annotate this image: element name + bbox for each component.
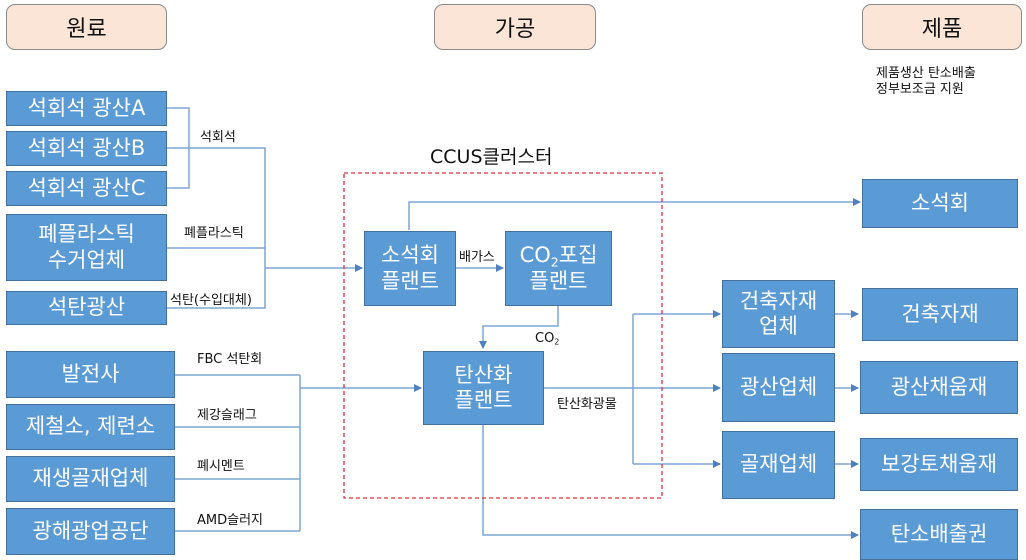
header-processing: 가공	[434, 4, 596, 50]
source-limestone-mine-c[interactable]: 석회석 광산C	[6, 171, 167, 206]
source-steel-smelter[interactable]: 제철소, 제련소	[6, 404, 175, 450]
product-note-line2: 정부보조금 지원	[876, 82, 964, 98]
source-plastic-collector[interactable]: 폐플라스틱 수거업체	[6, 214, 167, 281]
flow-label-plastic: 폐플라스틱	[184, 226, 244, 241]
product-slaked-lime[interactable]: 소석회	[862, 179, 1018, 228]
processor-mining[interactable]: 광산업체	[722, 353, 835, 422]
product-label: 탄소배출권	[890, 521, 988, 546]
plastic-line2: 수거업체	[47, 247, 126, 272]
building-line2: 업체	[759, 314, 798, 338]
flow-label-slag: 제강슬래그	[197, 408, 257, 423]
header-process-label: 가공	[494, 17, 536, 42]
source-label: 발전사	[61, 361, 120, 386]
header-products: 제품	[862, 4, 1022, 50]
processor-label: 건축자재 업체	[740, 289, 817, 339]
plant-label: 탄산화 플랜트	[455, 363, 513, 413]
flow-label-limestone: 석회석	[200, 130, 236, 145]
plant-co2-capture[interactable]: CO2포집 플랜트	[505, 231, 612, 306]
flow-label-cement: 폐시멘트	[197, 459, 245, 474]
product-label: 보강토채움재	[881, 451, 997, 476]
flow-label-coal: 석탄(수입대체)	[170, 293, 252, 308]
arrow-to-carbon-credit	[482, 424, 859, 539]
plant-label: 소석회 플랜트	[381, 243, 439, 293]
flow-label-carbonated: 탄산화광물	[557, 397, 617, 412]
product-label: 건축자재	[901, 301, 979, 326]
plant-carbonation[interactable]: 탄산화 플랜트	[423, 351, 544, 425]
processor-building-materials[interactable]: 건축자재 업체	[722, 280, 835, 348]
connector-limestone-a	[167, 107, 190, 148]
processor-label: 광산업체	[739, 374, 818, 399]
product-building-materials[interactable]: 건축자재	[862, 288, 1018, 341]
product-label: 소석회	[911, 190, 969, 215]
capture-line2: 플랜트	[529, 269, 588, 294]
source-mine-corporation[interactable]: 광해광업공단	[6, 508, 175, 555]
source-label: 폐플라스틱 수거업체	[38, 222, 135, 272]
source-recycled-aggregate[interactable]: 재생골재업체	[6, 456, 175, 502]
header-product-label: 제품	[921, 17, 963, 42]
connector-limestone-b	[167, 147, 266, 268]
ccus-cluster-border	[343, 172, 663, 499]
source-label: 석회석 광산C	[27, 175, 146, 200]
processor-label: 골재업체	[739, 452, 818, 477]
co2-text: CO	[535, 331, 555, 346]
capture-co: CO	[519, 242, 551, 267]
source-label: 광해광업공단	[32, 518, 149, 543]
processor-aggregate[interactable]: 골재업체	[722, 431, 835, 499]
product-label: 광산채움재	[890, 374, 988, 399]
arrow-to-slaked-lime	[408, 198, 861, 230]
source-limestone-mine-b[interactable]: 석회석 광산B	[6, 131, 167, 166]
co2-subscript: 2	[554, 337, 560, 347]
carbonation-line1: 탄산화	[454, 362, 513, 387]
calcination-line2: 플랜트	[381, 268, 439, 293]
plastic-line1: 폐플라스틱	[38, 222, 135, 247]
header-raw-label: 원료	[66, 17, 107, 42]
source-power-company[interactable]: 발전사	[6, 351, 175, 398]
source-label: 석탄광산	[47, 295, 126, 320]
connector-limestone-c	[167, 148, 190, 189]
flow-label-co2: CO2	[535, 331, 559, 347]
product-reinforced-fill[interactable]: 보강토채움재	[860, 438, 1018, 491]
calcination-line1: 소석회	[381, 243, 439, 268]
capture-suffix: 포집	[558, 242, 598, 267]
source-coal-mine[interactable]: 석탄광산	[6, 291, 167, 325]
source-label: 석회석 광산A	[27, 95, 146, 120]
flow-label-fbc: FBC 석탄회	[197, 352, 263, 367]
flow-label-exhaust: 배가스	[459, 250, 495, 265]
arrow-co2	[479, 306, 559, 349]
ccus-cluster-title: CCUS클러스터	[430, 146, 553, 168]
flow-label-amd: AMD슬러지	[197, 513, 263, 528]
source-limestone-mine-a[interactable]: 석회석 광산A	[6, 91, 167, 126]
source-label: 재생골재업체	[32, 466, 149, 491]
product-mine-fill[interactable]: 광산채움재	[860, 361, 1018, 414]
source-label: 석회석 광산B	[27, 135, 146, 160]
product-carbon-credit[interactable]: 탄소배출권	[860, 509, 1018, 560]
product-note-line1: 제품생산 탄소배출	[876, 66, 976, 81]
product-note: 제품생산 탄소배출 정부보조금 지원	[876, 66, 976, 99]
plant-label: CO2포집 플랜트	[520, 243, 598, 295]
plant-calcination[interactable]: 소석회 플랜트	[364, 231, 456, 306]
carbonation-line2: 플랜트	[454, 388, 513, 412]
header-raw-materials: 원료	[6, 4, 167, 50]
source-label: 제철소, 제련소	[25, 414, 156, 439]
connector-coal	[167, 268, 266, 309]
building-line1: 건축자재	[739, 288, 818, 313]
capture-subscript: 2	[550, 254, 559, 270]
